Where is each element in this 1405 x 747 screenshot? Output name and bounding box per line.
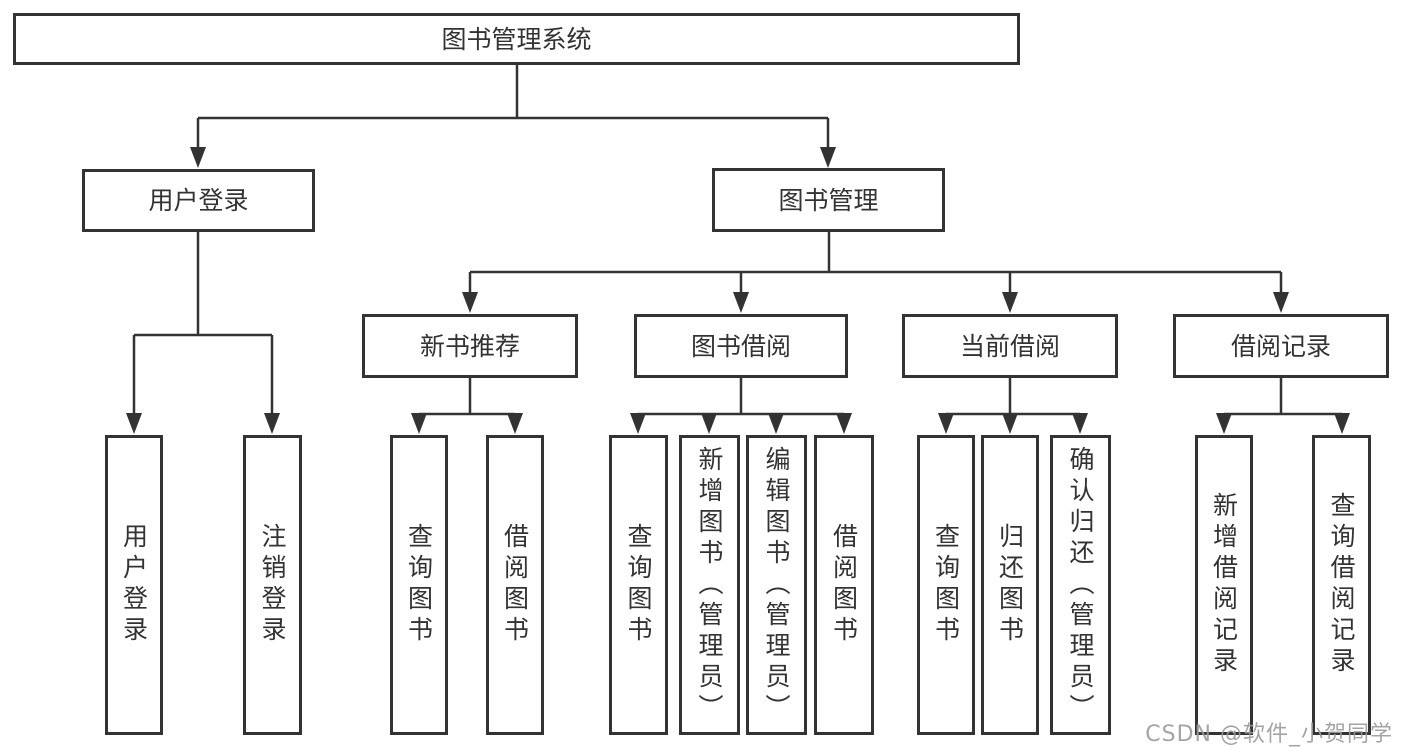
node-current-borrowing: 当前借阅 [902, 314, 1118, 378]
leaf-label: 新增借阅记录 [1209, 492, 1239, 678]
node-label: 图书管理系统 [441, 24, 592, 54]
leaf-label: 新增图书（管理员） [695, 445, 724, 725]
leaf-label: 编辑图书（管理员） [762, 445, 791, 725]
node-label: 图书管理 [778, 185, 879, 215]
node-label: 图书借阅 [690, 331, 791, 361]
node-label: 新书推荐 [419, 331, 520, 361]
leaf-label: 用户登录 [119, 523, 149, 647]
leaf-label: 确认归还（管理员） [1066, 445, 1095, 725]
leaf-edit-book-admin: 编辑图书（管理员） [746, 435, 807, 735]
leaf-label: 借阅图书 [500, 523, 530, 647]
leaf-label: 查询图书 [404, 523, 434, 647]
node-label: 用户登录 [148, 186, 249, 215]
leaf-label: 借阅图书 [829, 523, 859, 647]
node-library-management-system: 图书管理系统 [13, 13, 1020, 65]
leaf-query-books-recommend: 查询图书 [390, 435, 448, 735]
leaf-logout: 注销登录 [243, 435, 302, 735]
leaf-confirm-return-admin: 确认归还（管理员） [1050, 435, 1111, 735]
leaf-add-book-admin: 新增图书（管理员） [679, 435, 740, 735]
leaf-borrow-books-recommend: 借阅图书 [486, 435, 544, 735]
node-new-book-recommendation: 新书推荐 [362, 314, 578, 378]
node-label: 当前借阅 [959, 331, 1060, 361]
leaf-return-books: 归还图书 [981, 435, 1039, 735]
node-book-management-group: 图书管理 [712, 168, 945, 232]
leaf-borrow-books: 借阅图书 [814, 435, 874, 735]
leaf-label: 查询图书 [931, 523, 961, 647]
leaf-query-books-current: 查询图书 [917, 435, 975, 735]
leaf-query-borrow-record: 查询借阅记录 [1312, 435, 1371, 735]
node-borrowing-records: 借阅记录 [1173, 314, 1389, 378]
leaf-label: 归还图书 [995, 523, 1025, 647]
leaf-user-login: 用户登录 [105, 435, 163, 735]
leaf-label: 查询图书 [624, 523, 653, 647]
node-book-borrowing: 图书借阅 [634, 314, 848, 378]
node-user-login-group: 用户登录 [82, 169, 315, 232]
leaf-query-books-borrow: 查询图书 [609, 435, 668, 735]
node-label: 借阅记录 [1230, 331, 1331, 361]
leaf-add-borrow-record: 新增借阅记录 [1195, 435, 1253, 735]
leaf-label: 查询借阅记录 [1327, 492, 1356, 678]
leaf-label: 注销登录 [258, 523, 287, 647]
